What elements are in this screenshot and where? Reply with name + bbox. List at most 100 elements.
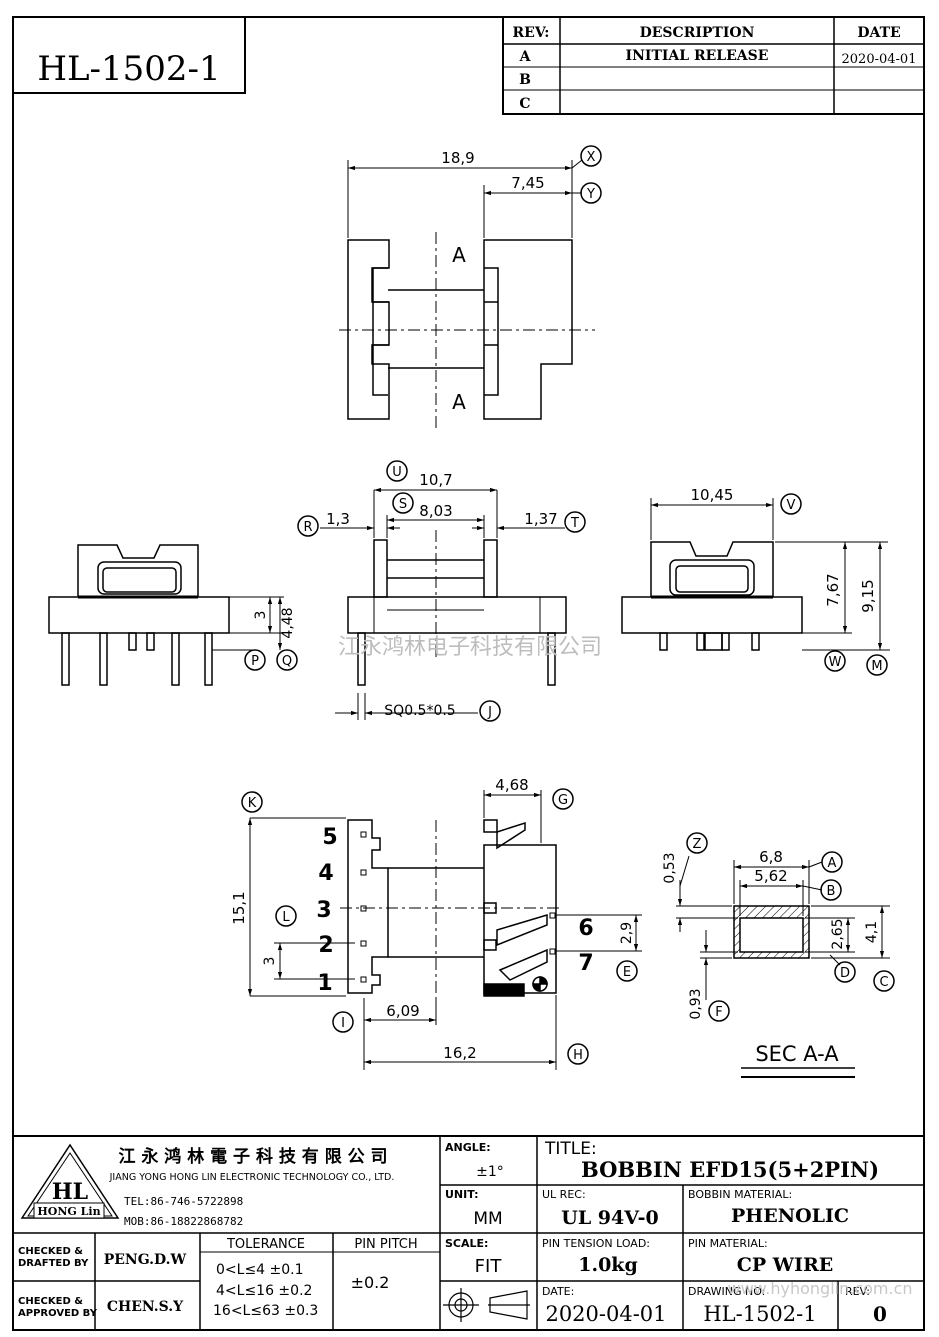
sheet-border bbox=[12, 16, 925, 1331]
section-mark-bottom: A bbox=[452, 390, 466, 414]
logo-text: HL bbox=[52, 1179, 88, 1205]
callout-w: W bbox=[829, 655, 842, 670]
dim-68: 6,8 bbox=[759, 848, 783, 866]
dim-053: 0,53 bbox=[662, 852, 678, 883]
right-side-view bbox=[621, 493, 890, 676]
checked-approved-label-1: CHECKED & bbox=[18, 1296, 83, 1307]
callout-a: A bbox=[828, 856, 837, 871]
dim-left-3: 3 bbox=[253, 611, 269, 620]
callout-u: U bbox=[392, 465, 402, 480]
dim-162: 16,2 bbox=[443, 1044, 476, 1062]
tolerance-row-3: 16<L≤63 ±0.3 bbox=[213, 1303, 318, 1319]
callout-p: P bbox=[251, 654, 259, 669]
tolerance-row-1: 0<L≤4 ±0.1 bbox=[216, 1262, 304, 1278]
callout-q: Q bbox=[282, 654, 292, 669]
dim-29: 2,9 bbox=[619, 922, 635, 944]
pin-label-7: 7 bbox=[578, 951, 593, 976]
ul-value: UL 94V-0 bbox=[561, 1207, 658, 1229]
callout-i: I bbox=[341, 1016, 345, 1031]
dim-609: 6,09 bbox=[386, 1002, 419, 1020]
dim-front-inner: 8,03 bbox=[419, 502, 452, 520]
dim-pin-section: SQ0.5*0.5 bbox=[384, 703, 455, 719]
dim-pitch-3: 3 bbox=[262, 957, 278, 966]
unit-label: UNIT: bbox=[445, 1188, 479, 1201]
callout-s: S bbox=[399, 497, 407, 512]
dim-front-left: 1,3 bbox=[326, 510, 350, 528]
callout-d: D bbox=[840, 966, 850, 981]
section-mark-top: A bbox=[452, 243, 466, 267]
pin-material-value: CP WIRE bbox=[737, 1254, 834, 1276]
callout-z: Z bbox=[693, 837, 702, 852]
tolerance-label: TOLERANCE bbox=[226, 1237, 305, 1252]
company-name-cn: 江 永 鸿 林 電 子 科 技 有 限 公 司 bbox=[118, 1146, 387, 1167]
rev-a-date: 2020-04-01 bbox=[842, 52, 917, 67]
bobbin-material-value: PHENOLIC bbox=[731, 1205, 849, 1227]
rev-a-description: INITIAL RELEASE bbox=[626, 48, 769, 64]
checked-approved-label-2: APPROVED BY bbox=[18, 1308, 98, 1319]
callout-j: J bbox=[487, 705, 492, 720]
pin-tension-label: PIN TENSION LOAD: bbox=[542, 1237, 650, 1250]
dim-562: 5,62 bbox=[754, 867, 787, 885]
pin-label-1: 1 bbox=[317, 971, 332, 996]
checked-drafted-value: PENG.D.W bbox=[104, 1252, 187, 1268]
callout-x: X bbox=[587, 150, 596, 165]
tolerance-row-2: 4<L≤16 ±0.2 bbox=[216, 1283, 312, 1299]
dim-right-top: 7,45 bbox=[511, 174, 544, 192]
rev-a: A bbox=[519, 49, 532, 65]
angle-value: ±1° bbox=[476, 1164, 504, 1180]
dim-front-width: 10,7 bbox=[419, 471, 452, 489]
callout-c: C bbox=[879, 975, 888, 990]
callout-r: R bbox=[303, 520, 312, 535]
drawing-no-label: DRAWING NO: bbox=[688, 1285, 765, 1298]
checked-drafted-label-2: DRAFTED BY bbox=[18, 1258, 89, 1269]
callout-h: H bbox=[573, 1048, 583, 1063]
front-view bbox=[297, 460, 586, 722]
callout-b: B bbox=[827, 884, 836, 899]
watermark: 江永鸿林电子科技有限公司 bbox=[338, 635, 602, 660]
pin-pitch-label: PIN PITCH bbox=[354, 1237, 417, 1252]
dim-right-767: 7,67 bbox=[824, 573, 842, 606]
callout-m: M bbox=[871, 659, 882, 674]
dim-41: 4,1 bbox=[864, 921, 880, 943]
scale-label: SCALE: bbox=[445, 1237, 488, 1250]
title-value: BOBBIN EFD15(5+2PIN) bbox=[581, 1157, 879, 1182]
ul-label: UL REC: bbox=[542, 1188, 586, 1201]
bobbin-material-label: BOBBIN MATERIAL: bbox=[688, 1188, 792, 1201]
dim-right-915: 9,15 bbox=[859, 579, 877, 612]
top-view bbox=[339, 145, 602, 430]
callout-t: T bbox=[570, 516, 579, 531]
left-side-view bbox=[48, 544, 298, 686]
dim-front-right: 1,37 bbox=[524, 510, 557, 528]
callout-v: V bbox=[787, 498, 796, 513]
callout-e: E bbox=[623, 965, 631, 980]
rev-header: REV: bbox=[513, 25, 550, 41]
company-logo bbox=[20, 1143, 120, 1219]
callout-f: F bbox=[715, 1005, 722, 1020]
callout-l: L bbox=[282, 910, 290, 925]
dim-151: 15,1 bbox=[230, 891, 248, 924]
unit-value: MM bbox=[473, 1209, 502, 1229]
date-header: DATE bbox=[857, 25, 900, 41]
pin-pitch-value: ±0.2 bbox=[351, 1273, 390, 1292]
drawing-no-value: HL-1502-1 bbox=[703, 1302, 816, 1326]
dim-265: 2,65 bbox=[830, 918, 846, 949]
angle-label: ANGLE: bbox=[445, 1141, 491, 1154]
logo-subtext: HONG Lin bbox=[37, 1205, 100, 1218]
rev-c: C bbox=[519, 96, 530, 112]
website-watermark: www.hyhonglin.com.cn bbox=[727, 1279, 912, 1298]
dim-093: 0,93 bbox=[688, 988, 704, 1019]
pin-label-6: 6 bbox=[578, 916, 593, 941]
pin-label-5: 5 bbox=[322, 825, 337, 850]
callout-k: K bbox=[248, 796, 257, 811]
header-drawing-no-box bbox=[12, 16, 246, 94]
pin-label-4: 4 bbox=[318, 861, 333, 886]
pin-label-2: 2 bbox=[318, 933, 333, 958]
title-block bbox=[13, 1135, 924, 1330]
pin-tension-value: 1.0kg bbox=[578, 1254, 638, 1276]
rev-value: 0 bbox=[873, 1302, 887, 1326]
dim-left-448: 4,48 bbox=[280, 607, 296, 638]
callout-g: G bbox=[558, 793, 568, 808]
checked-drafted-label-1: CHECKED & bbox=[18, 1246, 83, 1257]
date-label: DATE: bbox=[542, 1285, 574, 1298]
